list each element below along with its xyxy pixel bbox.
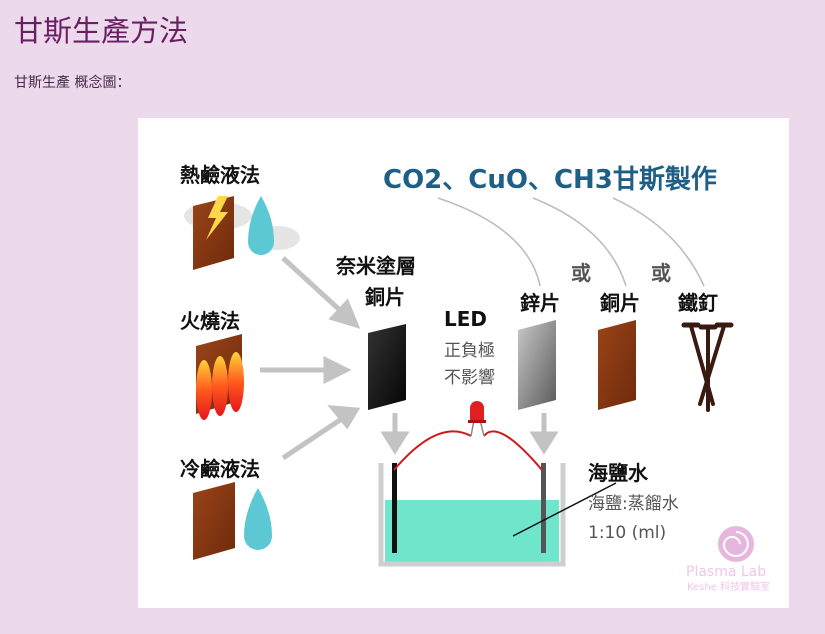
or-label-1: 或 — [571, 261, 591, 285]
wire-right — [483, 430, 543, 471]
or-label-2: 或 — [651, 261, 671, 285]
led-icon — [468, 401, 486, 437]
electrode-left — [392, 463, 397, 553]
zinc-plate-label: 鋅片 — [520, 291, 560, 315]
solution-ratio-label: 海鹽:蒸餾水 — [588, 493, 679, 514]
flame-icon — [228, 352, 244, 412]
center-plate-label-2: 銅片 — [365, 285, 405, 309]
flame-icon — [212, 356, 228, 416]
flame-icon — [196, 360, 212, 420]
copper-plate — [598, 320, 636, 410]
drop-icon — [248, 196, 274, 255]
drop-icon — [244, 488, 272, 550]
led-note-1: 正負極 — [444, 341, 495, 361]
nano-coated-copper-plate — [368, 324, 406, 410]
method-fire-label: 火燒法 — [180, 309, 240, 333]
concept-diagram: CO2、CuO、CH3甘斯製作 熱鹼液法 火燒法 冷鹼液法 奈米塗層 — [138, 118, 789, 608]
center-plate-label-1: 奈米塗層 — [335, 254, 416, 278]
led-label: LED — [444, 307, 487, 331]
electrolyte-container — [378, 463, 566, 567]
led-note-2: 不影響 — [444, 368, 495, 388]
fire-illustration — [196, 334, 244, 420]
logo-sub: Keshe 科技實驗室 — [687, 580, 770, 593]
logo-name: Plasma Lab — [686, 564, 766, 580]
method-hot-alkali-label: 熱鹼液法 — [180, 163, 260, 187]
immersion-arrows — [380, 413, 559, 455]
zinc-plate — [518, 320, 556, 410]
diagram-canvas: CO2、CuO、CH3甘斯製作 熱鹼液法 火燒法 冷鹼液法 奈米塗層 — [180, 163, 770, 593]
iron-nails-icon — [681, 322, 734, 412]
cold-alkali-illustration — [193, 482, 272, 560]
copper-plate-label: 銅片 — [600, 291, 640, 315]
solution-ratio: 1:10 (ml) — [588, 523, 666, 543]
electrode-right — [541, 463, 546, 553]
process-arrows — [260, 256, 361, 461]
solution-label: 海鹽水 — [588, 461, 649, 485]
salt-water — [385, 500, 559, 562]
iron-nails-label: 鐵釘 — [678, 291, 718, 315]
copper-plate-icon — [193, 482, 235, 560]
method-cold-alkali-label: 冷鹼液法 — [180, 457, 260, 481]
solution-leader-line — [512, 482, 617, 537]
hot-alkali-illustration — [184, 196, 300, 270]
diagram-heading: CO2、CuO、CH3甘斯製作 — [383, 165, 717, 195]
plasma-lab-logo: Plasma Lab Keshe 科技實驗室 — [686, 526, 770, 593]
heading-leader-lines — [437, 197, 705, 287]
page-title: 甘斯生產方法 — [14, 14, 189, 48]
lightning-icon — [206, 196, 228, 240]
wire-left — [393, 430, 472, 471]
figure-caption: 甘斯生產 概念圖： — [14, 75, 131, 91]
